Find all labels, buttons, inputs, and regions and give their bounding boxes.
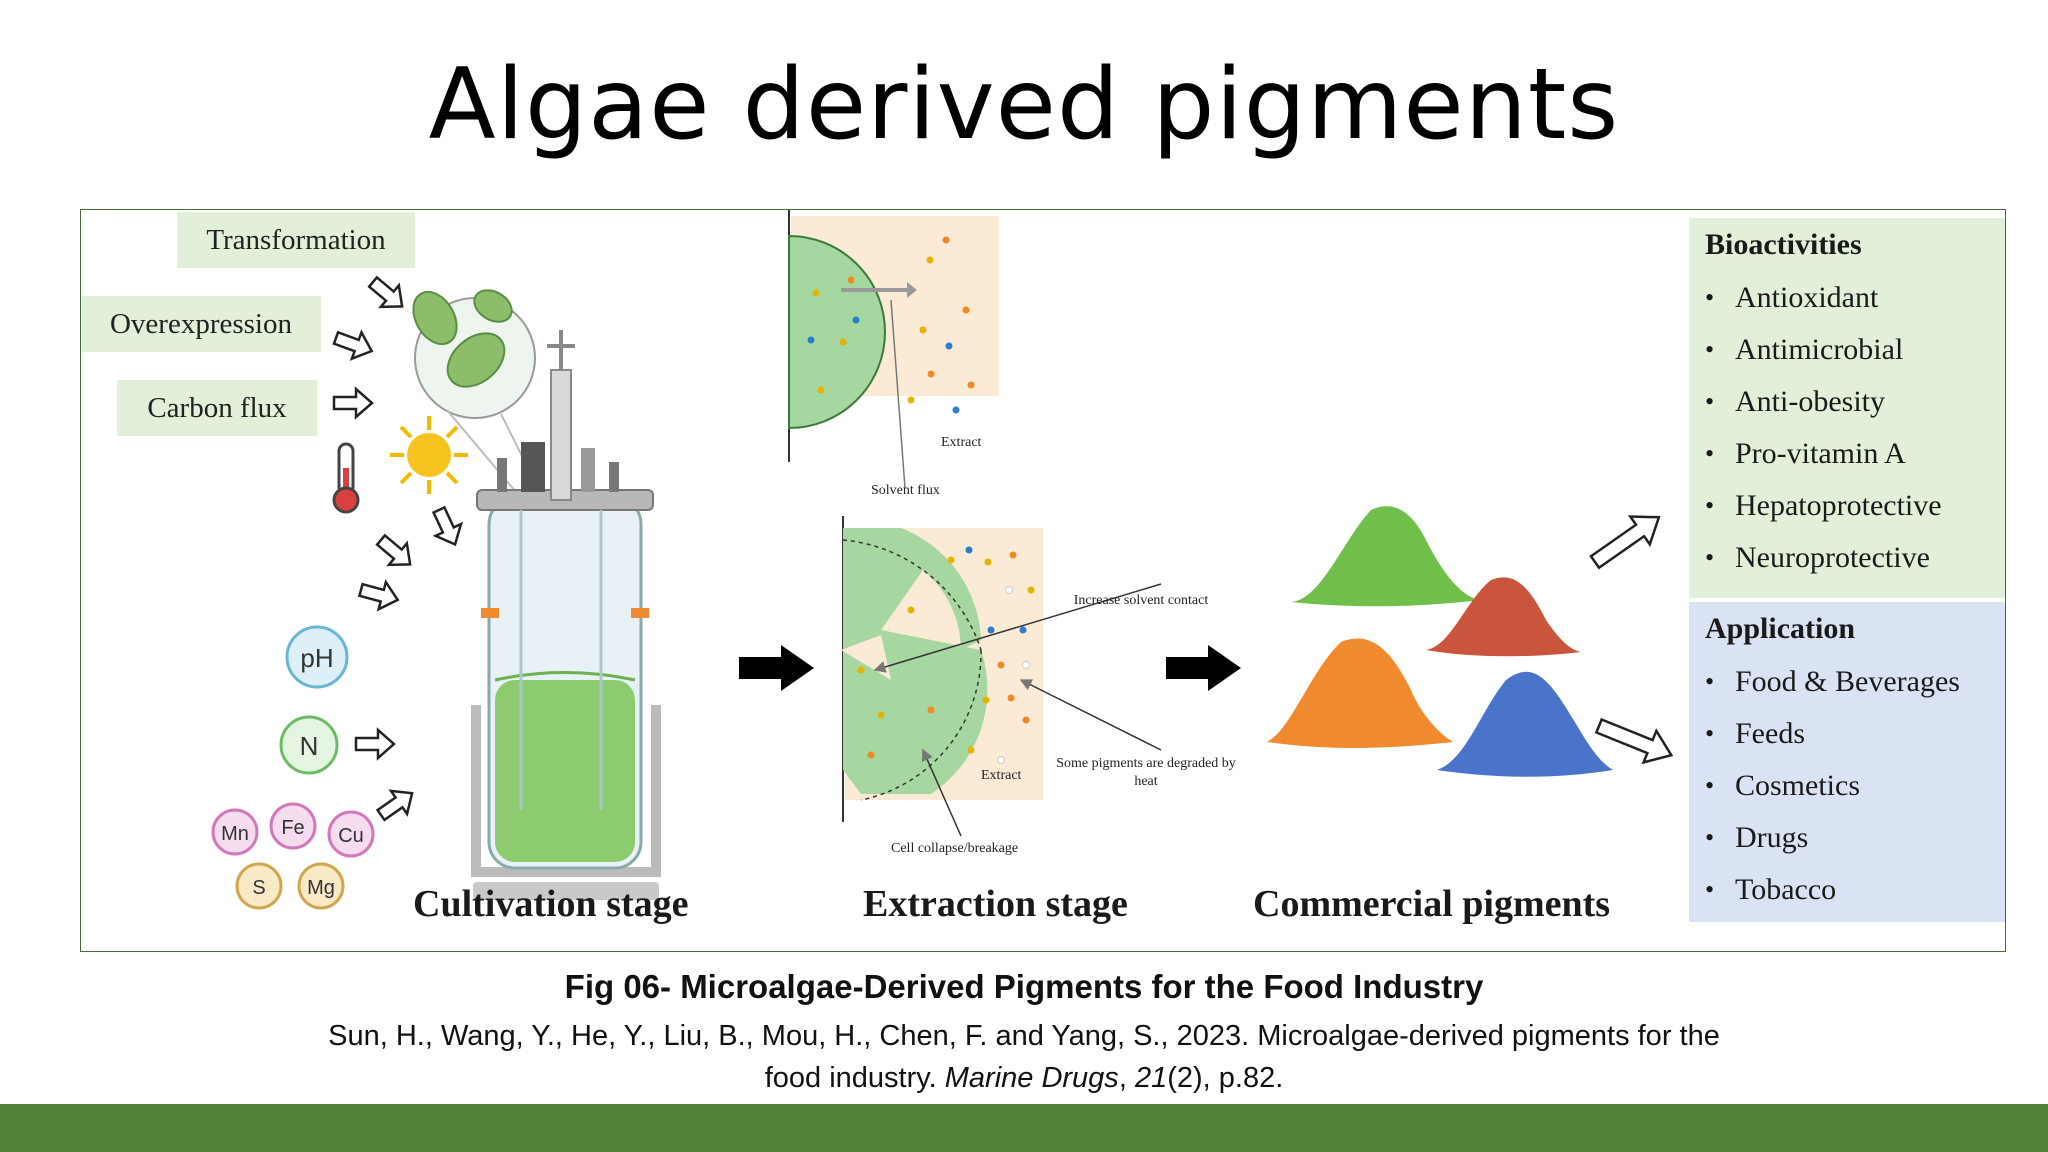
pigment-piles xyxy=(1267,506,1613,777)
arrow-to-commercial xyxy=(1166,645,1241,691)
list-item: Pro-vitamin A xyxy=(1705,428,1989,480)
orange-pigment-pile xyxy=(1267,638,1453,748)
reference-line-2-end: (2), p.82. xyxy=(1167,1062,1284,1094)
arrow-to-application xyxy=(1594,717,1674,765)
cu-node-label: Cu xyxy=(338,825,364,847)
slide-title: Algae derived pigments xyxy=(428,48,1620,162)
arrow-carbon-flux xyxy=(332,386,374,420)
red-pigment-pile xyxy=(1426,577,1581,657)
arrow-metals xyxy=(375,789,414,822)
figure-caption-reference: Sun, H., Wang, Y., He, Y., Liu, B., Mou,… xyxy=(260,1015,1788,1099)
modifier-arrows xyxy=(332,275,404,420)
fe-node xyxy=(269,802,317,850)
reference-line-1: Sun, H., Wang, Y., He, Y., Liu, B., Mou,… xyxy=(328,1020,1720,1052)
modifier-transformation: Transformation xyxy=(177,212,415,268)
modifier-carbon-flux: Carbon flux xyxy=(117,380,317,436)
arrow-to-bioactivities xyxy=(1589,515,1661,570)
list-item: Antimicrobial xyxy=(1705,324,1989,376)
extraction-bottom-panel xyxy=(841,516,1162,837)
arrow-temp xyxy=(375,533,412,567)
arrow-to-extraction xyxy=(739,645,814,691)
list-item: Drugs xyxy=(1705,812,1989,864)
figure-artwork: pH N Mn Fe Cu S Mg xyxy=(211,210,1674,910)
increase-contact-label: Increase solvent contact xyxy=(1073,593,1209,608)
arrow-n xyxy=(354,727,396,761)
ph-node xyxy=(285,625,349,689)
list-item: Antioxidant xyxy=(1705,272,1989,324)
journal-volume: 21 xyxy=(1134,1062,1168,1094)
list-item: Cosmetics xyxy=(1705,760,1989,812)
application-list: Food & Beverages Feeds Cosmetics Drugs T… xyxy=(1705,656,1989,916)
thermometer-icon xyxy=(332,442,360,514)
arrow-ph xyxy=(357,579,400,612)
sun-icon xyxy=(390,416,468,494)
green-pigment-pile xyxy=(1291,506,1481,607)
blue-pigment-pile xyxy=(1437,671,1613,777)
list-item: Tobacco xyxy=(1705,864,1989,916)
arrow-transformation xyxy=(367,275,404,309)
cu-node xyxy=(327,810,375,858)
condition-arrows xyxy=(354,505,463,822)
solvent-flux-label: Solvent flux xyxy=(871,483,940,498)
n-node xyxy=(279,715,339,775)
list-item: Food & Beverages xyxy=(1705,656,1989,708)
reference-line-2-start: food industry. xyxy=(764,1062,945,1094)
stage-cultivation: Cultivation stage xyxy=(413,883,689,925)
condition-nodes: pH N Mn Fe Cu S Mg xyxy=(211,625,375,910)
ph-node-label: pH xyxy=(300,643,333,673)
bioactivities-list: Antioxidant Antimicrobial Anti-obesity P… xyxy=(1705,272,1989,584)
mg-node xyxy=(297,862,345,910)
extraction-top-panel xyxy=(788,210,999,489)
footer-bar xyxy=(0,1104,2048,1152)
figure-caption-title: Fig 06- Microalgae-Derived Pigments for … xyxy=(564,968,1484,1005)
output-arrows xyxy=(1589,515,1674,765)
mg-node-label: Mg xyxy=(307,877,335,899)
bioactivities-panel: Bioactivities Antioxidant Antimicrobial … xyxy=(1689,218,2005,598)
s-node xyxy=(235,862,283,910)
application-title: Application xyxy=(1705,612,1856,645)
arrow-overexpression xyxy=(332,329,374,361)
s-node-label: S xyxy=(252,877,265,899)
list-item: Anti-obesity xyxy=(1705,376,1989,428)
modifier-overexpression: Overexpression xyxy=(81,296,321,352)
fe-node-label: Fe xyxy=(281,817,304,839)
journal-name: Marine Drugs xyxy=(944,1062,1119,1094)
arrow-sun xyxy=(431,505,463,547)
stage-extraction: Extraction stage xyxy=(863,883,1128,925)
list-item: Neuroprotective xyxy=(1705,532,1989,584)
mn-node-label: Mn xyxy=(221,823,249,845)
figure-frame: pH N Mn Fe Cu S Mg xyxy=(80,209,2006,952)
cell-collapse-label: Cell collapse/breakage xyxy=(891,841,1019,856)
algae-cells-bubble xyxy=(412,289,550,511)
list-item: Hepatoprotective xyxy=(1705,480,1989,532)
extract-label-bottom: Extract xyxy=(981,768,1022,783)
bioactivities-title: Bioactivities xyxy=(1705,228,1862,261)
stage-commercial: Commercial pigments xyxy=(1253,883,1611,925)
n-node-label: N xyxy=(300,731,319,761)
list-item: Feeds xyxy=(1705,708,1989,760)
application-panel: Application Food & Beverages Feeds Cosme… xyxy=(1689,602,2005,922)
extract-label-top: Extract xyxy=(941,435,982,450)
reference-separator: , xyxy=(1118,1062,1135,1094)
stage-arrows xyxy=(739,645,1241,691)
reference-line-2: food industry. Marine Drugs, 21(2), p.82… xyxy=(260,1057,1788,1099)
bioreactor-icon xyxy=(471,330,661,900)
degraded-label: Some pigments are degraded by heat xyxy=(1056,756,1236,789)
mn-node xyxy=(211,808,259,856)
